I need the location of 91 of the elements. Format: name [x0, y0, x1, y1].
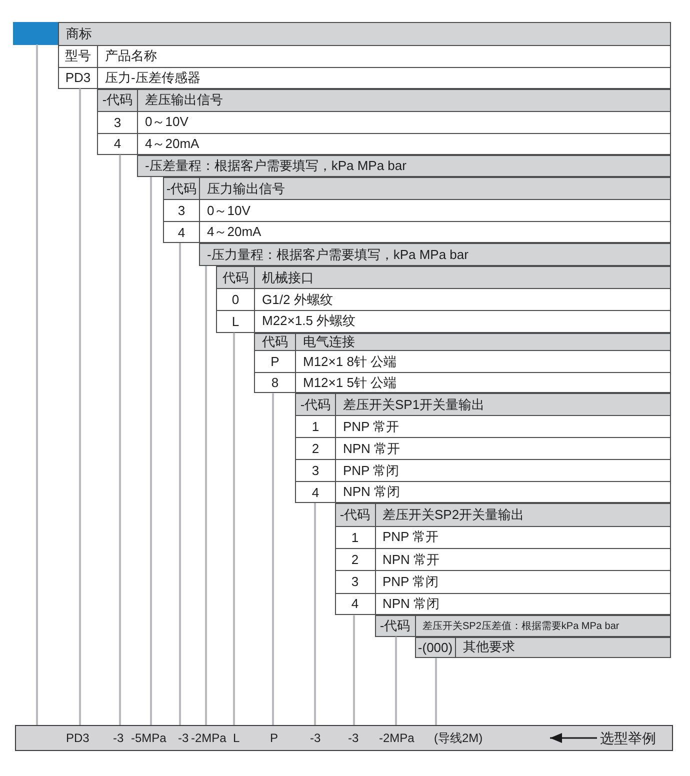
header-cell: 压力输出信号: [200, 178, 670, 200]
description-cell: 0～10V: [200, 200, 670, 222]
code-cell: P: [255, 351, 296, 373]
code-cell: 4: [164, 222, 200, 242]
code-cell: 3: [336, 571, 376, 594]
header-code-cell: 代码: [217, 267, 255, 289]
leader-line: [435, 658, 437, 725]
description-cell: NPN 常开: [376, 549, 670, 572]
example-code: L: [233, 726, 240, 750]
header-code-cell: -代码: [376, 616, 416, 636]
leader-line: [314, 502, 316, 725]
example-code: -2MPa: [379, 726, 414, 750]
code-cell: 1: [296, 416, 336, 438]
code-cell: 2: [296, 438, 336, 460]
code-cell: 4: [296, 482, 336, 502]
header-cell: 差压开关SP2压差值：根据需要kPa MPa bar: [416, 616, 670, 636]
header-cell: 差压开关SP1开关量输出: [336, 394, 670, 416]
code-cell: L: [217, 311, 255, 332]
description-cell: 产品名称: [98, 46, 670, 68]
header-cell: 其他要求: [456, 638, 670, 658]
option-table: [216, 266, 671, 333]
description-cell-text: 4～20mA: [206, 223, 262, 241]
code-cell: 1: [336, 526, 376, 549]
example-code: (导线2M): [434, 726, 483, 750]
description-cell: PNP 常闭: [376, 571, 670, 594]
example-code: PD3: [66, 726, 90, 750]
option-table: [97, 88, 671, 155]
code-cell: 4: [336, 594, 376, 614]
header-code-cell: -代码: [98, 90, 138, 112]
header-code-cell: 代码: [255, 334, 296, 352]
example-code: -3: [348, 726, 359, 750]
header-cell: 差压输出信号: [138, 90, 670, 112]
prefix-cell: [13, 22, 58, 44]
description-cell-text: 压力-压差传感器: [104, 68, 202, 86]
code-cell: 3: [164, 200, 200, 222]
leader-line: [179, 243, 181, 725]
example-label: 选型举例: [600, 726, 656, 750]
leader-line: [272, 393, 274, 725]
example-code: -3: [310, 726, 321, 750]
option-table: [58, 22, 671, 88]
code-cell: 3: [98, 112, 138, 134]
leader-line: [36, 44, 38, 725]
option-table: [163, 177, 671, 243]
code-cell: 3: [296, 460, 336, 482]
leader-line: [79, 88, 81, 725]
description-cell-text: 4～20mA: [144, 134, 200, 153]
example-bar: [15, 725, 673, 751]
leader-line: [353, 615, 355, 725]
option-table: [254, 332, 671, 394]
leader-line: [119, 154, 121, 725]
code-cell: PD3: [59, 68, 98, 88]
description-cell: PNP 常开: [336, 416, 670, 438]
code-cell: 2: [336, 549, 376, 572]
leader-line: [150, 176, 152, 725]
header-code-cell: -代码: [164, 178, 200, 200]
option-table: [374, 615, 671, 637]
header-cell: 商标: [59, 23, 670, 46]
description-cell-text: NPN 常闭: [342, 483, 402, 502]
header-cell: 差压开关SP2开关量输出: [376, 504, 670, 527]
code-cell: 型号: [59, 46, 98, 68]
leader-line: [233, 332, 235, 725]
code-cell: 0: [217, 289, 255, 311]
description-cell-text: M12×1 5针 公端: [302, 374, 398, 392]
header-code-cell: -代码: [296, 394, 336, 416]
code-cell: 4: [98, 134, 138, 154]
header-cell: -压差量程：根据客户需要填写，kPa MPa bar: [138, 156, 670, 176]
header-cell: 电气连接: [296, 334, 670, 352]
header-cell: 机械接口: [255, 267, 670, 289]
option-table: [414, 636, 671, 658]
header-cell: -压力量程：根据客户需要填写，kPa MPa bar: [200, 244, 670, 265]
description-cell: M12×1 8针 公端: [296, 351, 670, 373]
example-code: -5MPa: [131, 726, 166, 750]
leader-line: [395, 636, 397, 725]
header-code-cell: -(000): [416, 638, 456, 658]
description-cell: PNP 常闭: [336, 460, 670, 482]
example-code: P: [270, 726, 278, 750]
example-code: -3: [178, 726, 189, 750]
example-code: -2MPa: [191, 726, 226, 750]
header-code-cell: -代码: [336, 504, 376, 527]
description-cell: G1/2 外螺纹: [255, 289, 670, 311]
leader-line: [205, 266, 207, 725]
description-cell: NPN 常开: [336, 438, 670, 460]
description-cell: PNP 常开: [376, 526, 670, 549]
option-table: [334, 503, 671, 616]
description-cell-text: M22×1.5 外螺纹: [261, 312, 357, 330]
arrow: [550, 733, 597, 743]
description-cell-text: NPN 常闭: [382, 594, 441, 613]
description-cell: 0～10V: [138, 112, 670, 134]
example-code: -3: [113, 726, 124, 750]
code-cell: 8: [255, 372, 296, 392]
option-table: [295, 393, 671, 503]
